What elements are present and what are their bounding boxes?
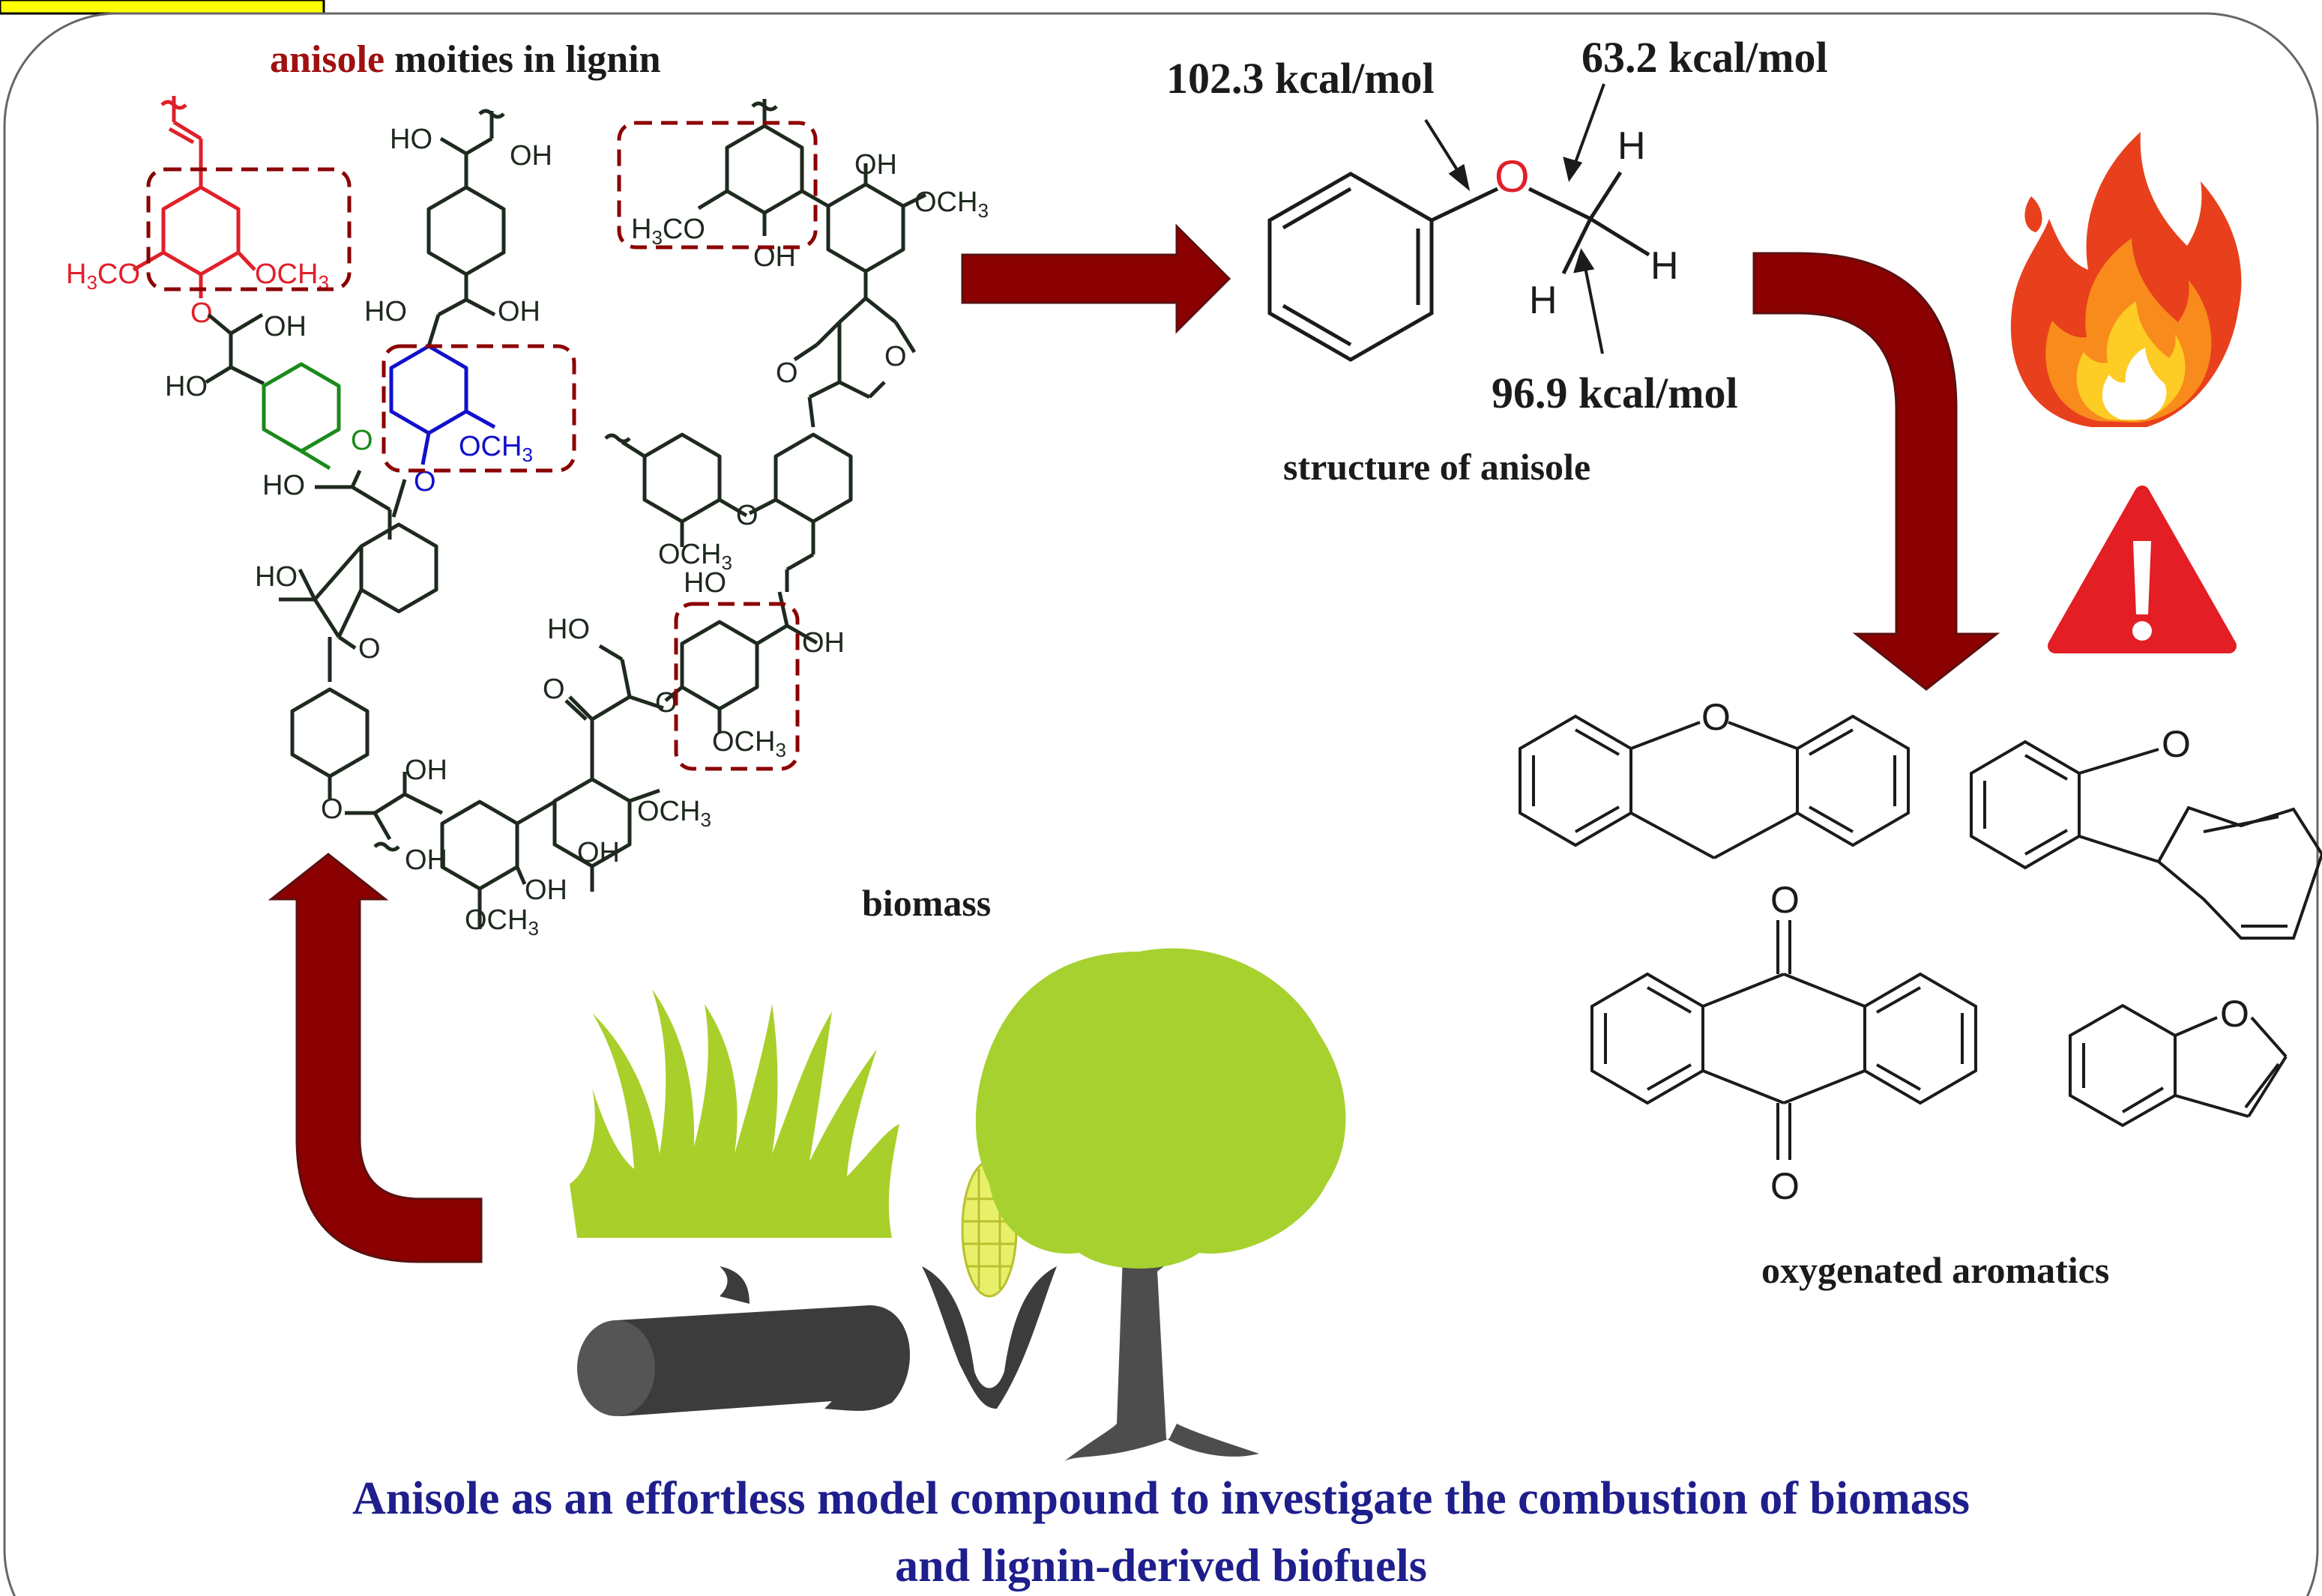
lignin-header-rest: moities in lignin <box>385 38 660 81</box>
lignin-h3co-ur: H3CO <box>631 214 705 249</box>
anisole-h-bottom: H <box>1529 279 1557 322</box>
lignin-right-upper <box>697 99 927 592</box>
fire-icon <box>2010 132 2242 427</box>
corner-tag <box>0 0 325 15</box>
lignin-ho-right: HO <box>684 567 726 599</box>
lignin-ho-2: HO <box>364 296 407 327</box>
bde-c-h: 96.9 kcal/mol <box>1492 369 1738 417</box>
lignin-green-unit <box>262 362 341 471</box>
bde-o-ring: 102.3 kcal/mol <box>1166 54 1435 103</box>
lignin-oh-6: OH <box>405 844 447 876</box>
lignin-ho-top: HO <box>390 124 432 155</box>
lignin-o-carbonyl: O <box>543 674 565 705</box>
lignin-oh-top: OH <box>510 140 552 172</box>
arrow-up <box>268 853 483 1263</box>
lignin-och3-right: OCH3 <box>712 726 786 761</box>
dibenzofuran-molecule <box>1970 740 2322 940</box>
lignin-och3-ur: OCH3 <box>914 187 989 222</box>
grass-icon <box>570 989 899 1238</box>
log-icon <box>577 1266 910 1416</box>
lignin-bottom-unit <box>440 644 664 929</box>
dibenzofuran-oxygen: O <box>2162 723 2191 765</box>
lignin-header-prefix: anisole <box>270 38 385 81</box>
anisole-h-top: H <box>1617 124 1646 168</box>
lignin-oh-ur: OH <box>854 149 897 181</box>
lignin-och3-bottom2: OCH3 <box>637 796 711 831</box>
biomass-label: biomass <box>862 882 991 924</box>
lignin-och3-bottom: OCH3 <box>465 904 539 940</box>
lignin-o-ur1: O <box>776 357 798 389</box>
lignin-oh-1: OH <box>264 311 307 342</box>
caption-line-2: and lignin-derived biofuels <box>895 1541 1427 1592</box>
xanthene-molecule <box>1519 714 1910 859</box>
lignin-lower-left <box>279 479 444 841</box>
arrow-right <box>961 223 1231 334</box>
lignin-left-chain <box>205 312 265 386</box>
lignin-red-h3co: H3CO <box>66 259 140 294</box>
anisole-structure-label: structure of anisole <box>1283 446 1590 488</box>
anisole-highlight-boxes <box>146 121 818 771</box>
products-label: oxygenated aromatics <box>1761 1249 2109 1291</box>
lignin-blue-unit <box>389 344 496 465</box>
lignin-red-unit <box>132 96 256 298</box>
lignin-right-guaiacyl <box>664 591 818 733</box>
lignin-och3-mid: OCH3 <box>658 539 732 574</box>
lignin-ho-1: HO <box>165 371 208 402</box>
anthraquinone-molecule <box>1590 920 1977 1160</box>
tree-icon <box>975 948 1346 1461</box>
lignin-red-o: O <box>190 297 213 329</box>
lignin-o-3: O <box>321 794 343 825</box>
lignin-green-o: O <box>351 425 373 456</box>
lignin-wavy-bond-4 <box>373 841 400 852</box>
caption-line-1: Anisole as an effortless model compound … <box>352 1473 1970 1524</box>
lignin-ho-4: HO <box>255 561 298 593</box>
lignin-blue-och3: OCH3 <box>459 431 533 466</box>
warning-icon <box>2048 486 2237 653</box>
lignin-center-chain <box>315 111 506 539</box>
lignin-wavy-bond-1 <box>478 109 505 119</box>
anthraquinone-oxygen-bottom: O <box>1770 1165 1800 1207</box>
xanthene-oxygen: O <box>1701 696 1731 738</box>
lignin-oh-4: OH <box>525 874 567 906</box>
lignin-right-middle <box>621 432 748 547</box>
lignin-ho-5: HO <box>547 614 590 645</box>
anisole-oxygen: O <box>1495 151 1530 202</box>
benzofuran-molecule <box>2069 1003 2288 1128</box>
lignin-oh-5: OH <box>577 837 620 868</box>
lignin-o-ur2: O <box>884 341 907 372</box>
bde-o-methyl: 63.2 kcal/mol <box>1581 33 1828 82</box>
lignin-header: anisole moities in lignin <box>270 38 661 81</box>
benzofuran-oxygen: O <box>2220 993 2249 1035</box>
bde-pointers <box>1424 83 1605 354</box>
anthraquinone-oxygen-top: O <box>1770 879 1800 921</box>
anisole-structure <box>1267 171 1650 362</box>
lignin-oh-3: OH <box>405 755 447 786</box>
lignin-oh-right: OH <box>802 627 845 659</box>
frame <box>3 12 2319 1596</box>
lignin-structure: H3CO OCH3 O OH HO O <box>66 96 989 940</box>
lignin-oh-2: OH <box>498 296 540 327</box>
lignin-ho-3: HO <box>262 470 305 501</box>
arrow-down <box>1752 252 2000 691</box>
lignin-wavy-bond-2 <box>751 101 778 112</box>
lignin-o-mid: O <box>736 500 759 531</box>
anisole-h-right: H <box>1650 244 1679 288</box>
lignin-o-ring: O <box>358 633 381 665</box>
oxygenated-aromatics <box>1519 714 2322 1160</box>
lignin-wavy-bond-3 <box>604 433 631 444</box>
